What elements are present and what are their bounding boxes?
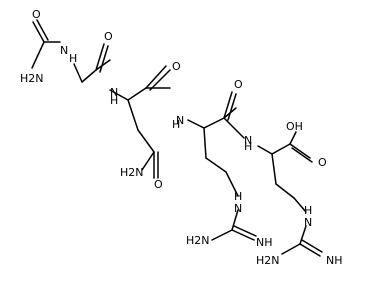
bond — [225, 171, 239, 197]
atom-labels: O N H H2N O N H O N H H2N O O N H OH O H… — [20, 8, 343, 267]
bond — [301, 239, 323, 253]
atom-label: H2N — [256, 254, 280, 267]
bond — [211, 229, 233, 241]
bond — [32, 21, 45, 43]
bond — [141, 151, 155, 171]
bond — [31, 41, 45, 69]
bond — [137, 129, 155, 153]
atom-label: H — [69, 52, 77, 65]
atom-label: H — [304, 204, 312, 217]
bond — [257, 145, 273, 155]
atom-label: H2N — [186, 234, 210, 247]
bond — [203, 127, 207, 159]
bond — [127, 87, 147, 101]
bond — [271, 153, 277, 185]
bond — [299, 243, 321, 257]
bond — [109, 89, 129, 101]
atom-label: O — [154, 178, 163, 191]
atom-label: N — [176, 114, 184, 127]
atom-label: N — [244, 134, 252, 147]
bond — [205, 157, 227, 173]
atom-label: O — [318, 156, 327, 169]
bond — [291, 147, 313, 163]
bond — [271, 143, 291, 155]
bond — [231, 209, 239, 231]
atom-label: H — [172, 118, 180, 131]
bond — [275, 183, 295, 199]
atom-label: O — [104, 30, 113, 43]
bond — [95, 59, 111, 71]
bond — [223, 117, 245, 139]
atom-label: N — [304, 216, 312, 229]
bond — [203, 117, 225, 129]
atom-label: O — [32, 8, 41, 21]
atom-label: O — [172, 60, 181, 73]
bond — [95, 43, 105, 71]
bond — [145, 65, 167, 89]
atom-label: H2N — [120, 166, 144, 179]
bonds — [31, 19, 323, 257]
bond — [231, 229, 255, 241]
bond — [81, 69, 97, 83]
bond — [289, 131, 297, 145]
bond — [227, 93, 237, 121]
atom-label: H — [244, 140, 252, 153]
atom-label: H2N — [20, 72, 44, 85]
bond — [293, 197, 307, 213]
atom-label: H — [234, 190, 242, 203]
atom-label: NH — [256, 236, 273, 249]
bond — [127, 99, 139, 131]
atom-label: OH — [286, 120, 303, 133]
bond — [99, 45, 109, 73]
bond — [281, 243, 301, 255]
atom-label: H — [110, 94, 118, 107]
atom-label: N — [234, 202, 242, 215]
bond — [233, 225, 257, 237]
bond — [149, 69, 171, 91]
atom-label: N — [110, 86, 118, 99]
atom-label: O — [234, 78, 243, 91]
bond — [36, 19, 49, 41]
bond — [289, 143, 311, 159]
bond — [187, 119, 205, 129]
atom-label: N — [60, 44, 68, 57]
bond — [299, 225, 307, 245]
bond — [223, 91, 233, 119]
atom-label: NH — [326, 254, 343, 267]
bond — [73, 63, 83, 83]
